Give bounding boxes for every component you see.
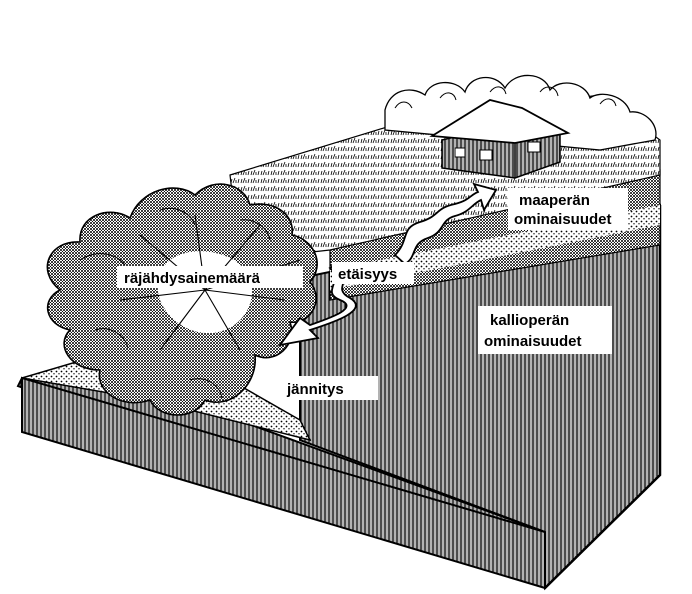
label-bedrock-properties-2: ominaisuudet bbox=[484, 333, 582, 350]
label-soil-properties-1: maaperän bbox=[519, 192, 590, 209]
label-soil-properties-2: ominaisuudet bbox=[514, 211, 612, 228]
vibration-wave-arrow bbox=[393, 182, 498, 266]
label-explosive-amount: räjähdysainemäärä bbox=[124, 270, 261, 287]
label-distance: etäisyys bbox=[338, 266, 397, 283]
label-bedrock-properties-1: kallioperän bbox=[490, 312, 569, 329]
house bbox=[429, 99, 571, 179]
label-boxes bbox=[117, 188, 628, 400]
label-stress: jännitys bbox=[286, 381, 344, 398]
